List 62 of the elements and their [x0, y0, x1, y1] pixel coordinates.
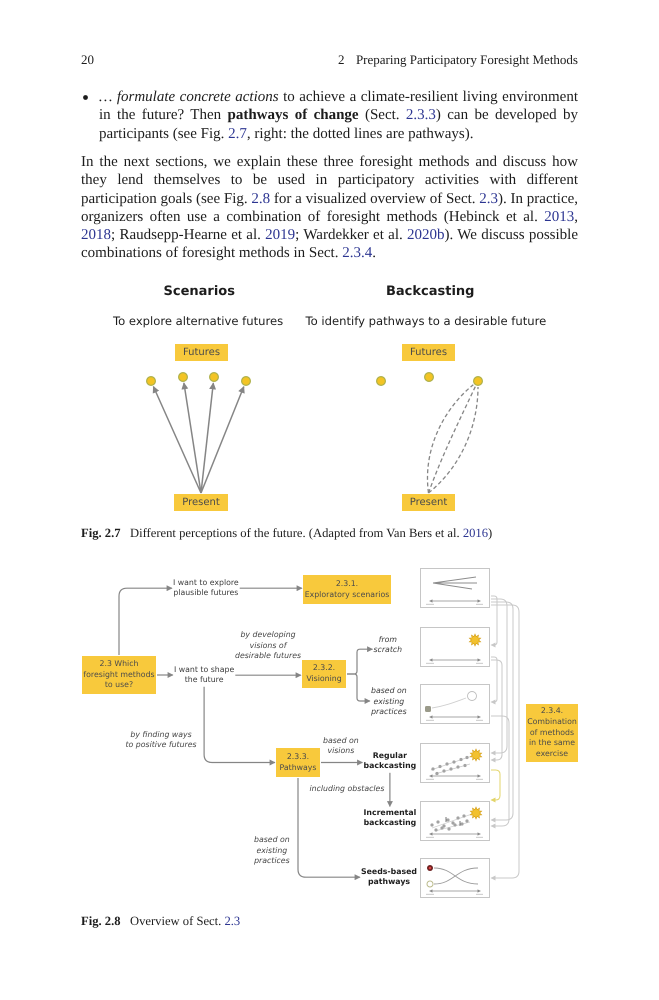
reference-link: 2.3.3: [406, 107, 436, 124]
arrow: [118, 585, 173, 655]
reference-link: 2.3: [224, 914, 240, 928]
dot-icon: [146, 376, 156, 386]
curved-arrow: [490, 656, 498, 704]
reference-link: 2.8: [251, 190, 270, 207]
practice-to-vision-drawing: [420, 684, 490, 724]
panel-heading: Scenarios: [164, 284, 235, 300]
reference-link: 2.3: [479, 190, 498, 207]
arrow: [297, 778, 361, 880]
futures-tag: Futures: [402, 344, 455, 361]
reference-link: 2.7: [228, 126, 247, 142]
crossing-pathways-drawing: [420, 858, 490, 898]
figure-caption: Overview of Sect. 2.3: [130, 914, 240, 929]
curved-arrow: [490, 602, 514, 822]
figure-caption: Different perceptions of the future. (Adapted from Van Bers et al. 2016): [130, 526, 492, 541]
dot-icon: [376, 376, 386, 386]
reference-link: 2016: [462, 526, 488, 540]
panel-subtitle: To explore alternative futures: [113, 315, 284, 329]
curved-arrow: [490, 598, 508, 756]
curved-arrow: [490, 770, 500, 802]
running-header: Preparing Participatory Foresight Methods: [356, 52, 578, 68]
arrow: [200, 386, 245, 494]
curved-arrow: [490, 660, 502, 762]
present-tag: Present: [174, 494, 228, 511]
backcasting-pathways-drawing: [420, 743, 490, 783]
dot-icon: [241, 376, 251, 386]
reference-link: 2018: [81, 227, 111, 244]
incremental-pathways-drawing: [420, 801, 490, 841]
scenario-fan-drawing: [420, 568, 490, 608]
dot-icon: [209, 372, 219, 382]
arrow: [240, 585, 303, 592]
reference-link: 2019: [265, 227, 296, 244]
body-paragraph: In the next sections, we explain these three foresight methods and discuss how they lend themselves to be used in participatory activities with different participation goals (see Fig. 2.8 for a visualized overview of Sect. 2.3). In practice, organizers often use a combination of foresight methods (Hebinck et al. 2013, 2018; Raudsepp-Hearne et al. 2019; Wardekker et al. 2020b). We discuss possible combinations of foresight methods in Sect. 2.3.4.: [81, 153, 578, 263]
futures-tag: Futures: [175, 344, 228, 361]
arrow: [347, 673, 371, 704]
arrow: [181, 382, 202, 494]
arrow: [235, 672, 302, 678]
present-tag: Present: [402, 494, 455, 511]
arrow: [157, 672, 174, 678]
reference-link: 2020b: [407, 227, 445, 244]
curved-arrow: [490, 604, 520, 880]
vision-star-drawing: [420, 627, 490, 667]
page-number: 20: [81, 52, 94, 68]
chapter-number: 2: [338, 52, 344, 68]
curved-arrow: [490, 596, 498, 648]
panel-subtitle: To identify pathways to a desirable future: [306, 315, 546, 329]
arrow: [321, 760, 364, 766]
arrow: [386, 772, 393, 808]
curved-arrow: [490, 716, 510, 828]
reference-link: 2.3.4: [342, 245, 372, 262]
arrow: [200, 382, 216, 494]
arrow: [152, 386, 202, 494]
body-paragraph: … formulate concrete actions to achieve a climate-resilient living environment in the future? Then pathways of change (Sect. 2.3.3) can be developed by participants (see Fig. 2.7, right: the dotted lines are pathways).: [99, 88, 578, 144]
reference-link: 2013: [544, 208, 574, 225]
dot-icon: [424, 372, 434, 382]
dot-icon: [178, 372, 188, 382]
panel-heading: Backcasting: [386, 284, 474, 300]
figure-number: Fig. 2.8: [81, 914, 121, 929]
figure-number: Fig. 2.7: [81, 526, 121, 541]
arrow: [204, 686, 276, 766]
dot-icon: [473, 376, 483, 386]
